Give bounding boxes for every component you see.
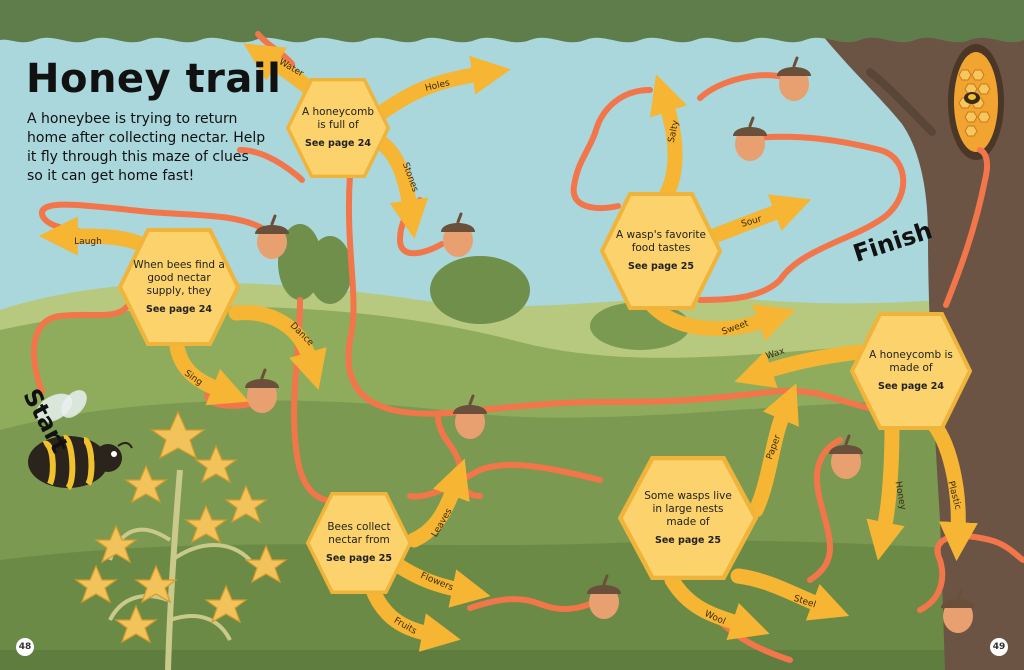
acorn-icon bbox=[777, 56, 811, 101]
acorn-icon bbox=[829, 434, 863, 479]
clue-text: A honeycomb is made of bbox=[869, 349, 953, 374]
clue-page-ref: See page 25 bbox=[627, 261, 695, 272]
acorn-icon bbox=[453, 394, 487, 439]
clue-text: A honeycomb is full of bbox=[301, 106, 375, 131]
tree-canopy bbox=[0, 0, 1024, 43]
page-title: Honey trail bbox=[26, 56, 282, 102]
bumblebee-icon bbox=[28, 390, 133, 491]
acorn-icon bbox=[441, 212, 475, 257]
clue-page-ref: See page 24 bbox=[304, 138, 372, 149]
acorn-icon bbox=[941, 588, 975, 633]
clue-hex-bees-nectar: When bees find a good nectar supply, the… bbox=[118, 228, 240, 346]
acorn-icon bbox=[245, 368, 279, 413]
beehive bbox=[948, 44, 1004, 160]
acorn-icon bbox=[587, 574, 621, 619]
clue-hex-honeycomb-made: A honeycomb is made of See page 24 bbox=[850, 312, 972, 430]
acorn-icon bbox=[733, 116, 767, 161]
acorn-icon bbox=[255, 214, 289, 259]
clue-page-ref: See page 24 bbox=[877, 381, 945, 392]
clue-hex-wasp-nests: Some wasps live in large nests made of Se… bbox=[618, 456, 758, 580]
page-number-right: 49 bbox=[990, 638, 1008, 656]
page-number-left: 48 bbox=[16, 638, 34, 656]
clue-page-ref: See page 25 bbox=[325, 553, 393, 564]
oak-tree bbox=[812, 0, 1024, 670]
clue-text: Bees collect nectar from bbox=[327, 521, 391, 546]
clue-page-ref: See page 25 bbox=[654, 534, 722, 546]
intro-text: A honeybee is trying to return home afte… bbox=[27, 111, 266, 184]
arrow-label-laugh: Laugh bbox=[74, 237, 102, 247]
clue-text: When bees find a good nectar supply, the… bbox=[133, 258, 225, 297]
clue-text: A wasp's favorite food tastes bbox=[616, 229, 706, 254]
arrow-label-salty: Salty bbox=[667, 119, 682, 144]
clue-text: Some wasps live in large nests made of bbox=[644, 489, 732, 528]
clue-page-ref: See page 24 bbox=[145, 303, 213, 315]
clue-hex-honeycomb-full: A honeycomb is full of See page 24 bbox=[286, 78, 408, 196]
flower-plant bbox=[74, 410, 288, 670]
